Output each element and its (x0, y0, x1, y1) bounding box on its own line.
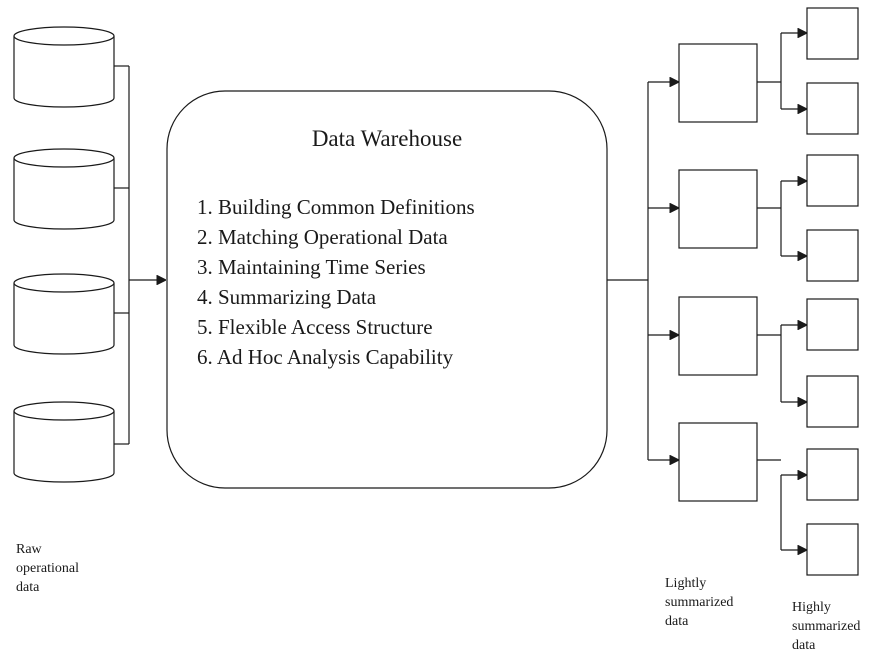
raw-to-warehouse-connector (114, 65, 165, 445)
raw-database-4 (13, 401, 115, 483)
raw-database-1 (13, 26, 115, 108)
label-line: Lightly (665, 576, 707, 591)
warehouse-to-light-connector (607, 82, 678, 460)
high-summary-box-1 (806, 7, 859, 60)
light-summary-box-3 (678, 296, 758, 376)
warehouse-function-item: 1. Building Common Definitions (197, 195, 475, 219)
raw-operational-data-label: Raw operational data (16, 540, 79, 597)
high-summary-box-8 (806, 523, 859, 576)
light-to-high-connector-4 (757, 459, 806, 550)
label-line: summarized (792, 619, 861, 634)
label-line: Raw (16, 542, 42, 557)
light-to-high-connector-3 (757, 325, 806, 402)
high-summary-box-4 (806, 229, 859, 282)
raw-database-2 (13, 148, 115, 230)
label-line: operational (16, 561, 79, 576)
highly-summarized-data-label: Highly summarized data (792, 598, 860, 655)
high-summary-box-7 (806, 448, 859, 501)
high-summary-box-6 (806, 375, 859, 428)
light-summary-box-4 (678, 422, 758, 502)
warehouse-function-item: 6. Ad Hoc Analysis Capability (197, 345, 454, 369)
high-summary-box-3 (806, 154, 859, 207)
warehouse-function-list: 1. Building Common Definitions 2. Matchi… (197, 192, 475, 372)
high-summary-box-2 (806, 82, 859, 135)
data-warehouse-content: Data Warehouse 1. Building Common Defini… (167, 110, 607, 480)
label-line: Highly (792, 600, 831, 615)
warehouse-function-item: 3. Maintaining Time Series (197, 255, 426, 279)
label-line: data (792, 638, 816, 653)
data-warehouse-title: Data Warehouse (311, 126, 463, 151)
light-to-high-connector-2 (757, 181, 806, 256)
label-line: summarized (665, 595, 734, 610)
high-summary-box-5 (806, 298, 859, 351)
label-line: data (16, 580, 40, 595)
warehouse-function-item: 4. Summarizing Data (197, 285, 377, 309)
light-to-high-connector-1 (757, 33, 806, 109)
data-warehouse-box (166, 90, 608, 489)
light-summary-box-1 (678, 43, 758, 123)
warehouse-function-item: 2. Matching Operational Data (197, 225, 448, 249)
light-summary-box-2 (678, 169, 758, 249)
warehouse-function-item: 5. Flexible Access Structure (197, 315, 433, 339)
label-line: data (665, 614, 689, 629)
raw-database-3 (13, 273, 115, 355)
lightly-summarized-data-label: Lightly summarized data (665, 574, 733, 631)
